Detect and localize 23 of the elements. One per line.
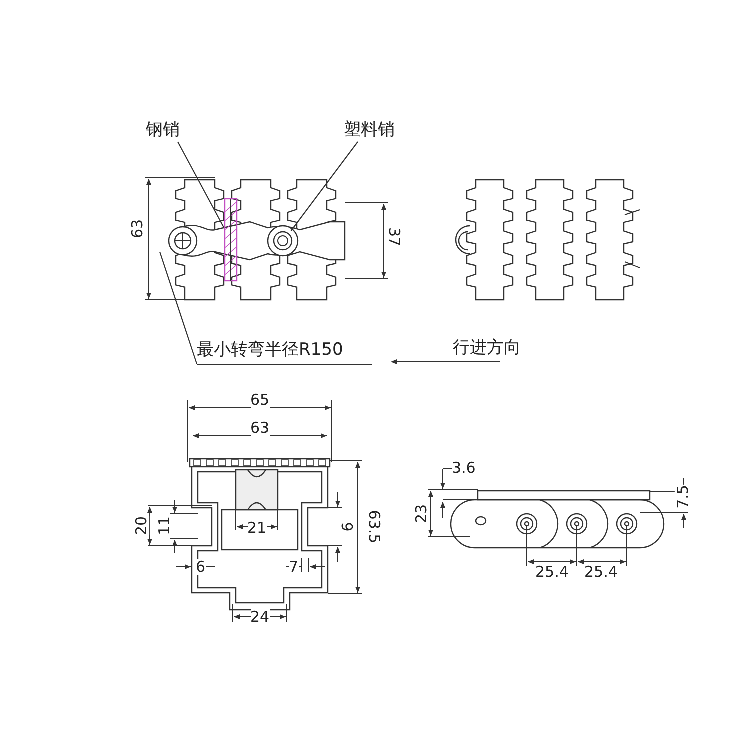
dimension-label: 65 (250, 392, 270, 408)
dimension-label: 6 (196, 559, 206, 575)
dimension-label: 11 (156, 516, 172, 536)
dimension-label: 63 (129, 219, 146, 239)
dimension-label: 9 (338, 522, 355, 532)
dimension-label: 25.4 (536, 564, 569, 580)
callout-label: 钢销 (146, 120, 186, 142)
direction-label: 行进方向 (453, 340, 521, 356)
dimension-label: 3.6 (452, 460, 476, 476)
dimension-label: 25.4 (584, 564, 618, 580)
dimension-label: 21 (248, 520, 267, 536)
dimension-label: 23 (413, 504, 430, 524)
dimension-label: 63.5 (366, 510, 382, 544)
dimension-label: 7 (289, 559, 299, 575)
dimension-label: 37 (386, 227, 402, 247)
dimension-label: 20 (133, 516, 150, 536)
dimension-label: 63 (250, 420, 270, 436)
dimension-label: 7.5 (674, 485, 691, 509)
callout-label: 最小转弯半径R150 (197, 340, 372, 365)
callout-label: 塑料销 (344, 120, 404, 142)
leader-line (159, 252, 198, 364)
dimension-label: 24 (250, 609, 270, 625)
leader-line (178, 142, 224, 228)
